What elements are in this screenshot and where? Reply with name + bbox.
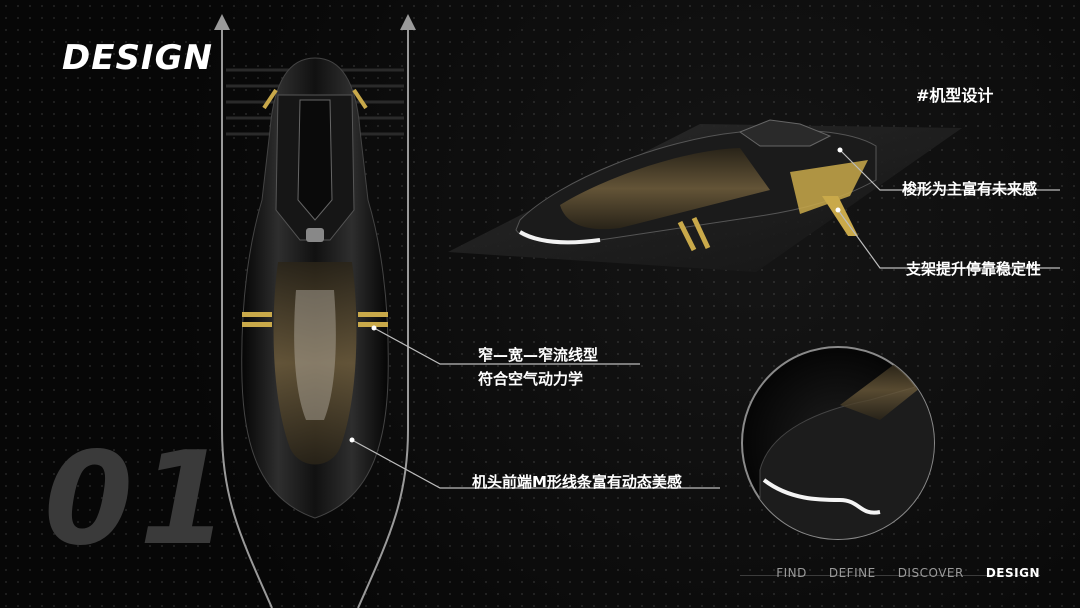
callout-nose: 机头前端M形线条富有动态美感 (472, 473, 682, 491)
callout-leaders (351, 149, 1060, 489)
nav-item-discover[interactable]: DISCOVER (897, 566, 964, 580)
section-title: DESIGN (62, 38, 213, 78)
streamline-guide (221, 26, 409, 608)
callout-streamline-line2: 符合空气动力学 (478, 370, 584, 388)
nav-item-find[interactable]: FIND (776, 566, 807, 580)
callout-dots (349, 147, 843, 443)
nav-item-define[interactable]: DEFINE (828, 566, 876, 580)
nose-detail-closeup (741, 346, 935, 540)
callout-stand: 支架提升停靠稳定性 (906, 260, 1042, 278)
nav-item-design[interactable]: DESIGN (985, 566, 1040, 580)
callout-streamline-line1: 窄—宽—窄流线型 (478, 346, 599, 364)
nav-divider (740, 575, 1040, 576)
arrow-up-icon (214, 14, 230, 30)
craft-top-view (241, 57, 389, 519)
process-nav: FIND DEFINE DISCOVER DESIGN (776, 566, 1040, 580)
craft-perspective-view (448, 119, 962, 272)
arrow-up-icon (400, 14, 416, 30)
callout-shape: 梭形为主富有未来感 (902, 180, 1038, 198)
section-number: 01 (44, 425, 235, 574)
hashtag-label: #机型设计 (916, 86, 994, 105)
